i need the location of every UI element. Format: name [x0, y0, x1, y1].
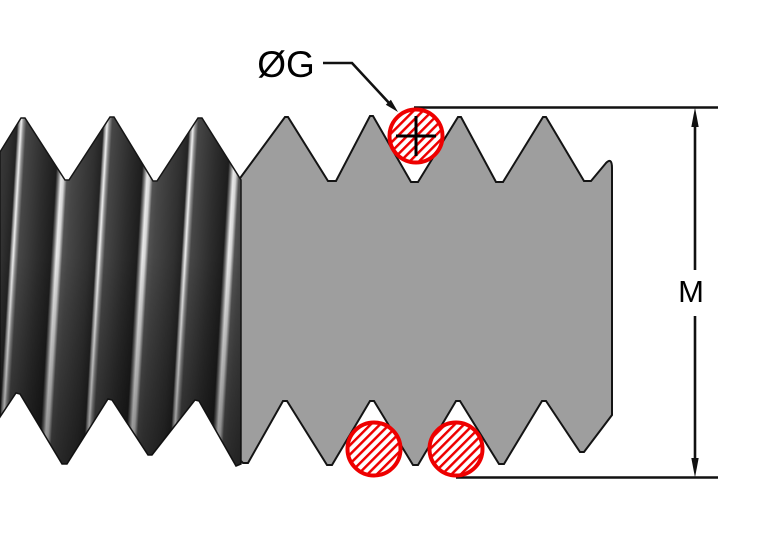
thread-photo-shading [0, 117, 241, 466]
wire-center-cross-icon [396, 116, 436, 156]
dimension-group [414, 106, 718, 479]
dimension-arrow-up-icon [691, 107, 699, 127]
leader-arrow-icon [385, 99, 398, 112]
dimension-arrow-down-icon [691, 458, 699, 478]
leader-line [323, 61, 391, 105]
measuring-wire-bottom-left [345, 420, 403, 478]
thread-profile-schematic [226, 115, 613, 466]
wire-diameter-label: ØG [257, 44, 315, 85]
dimension-label: M [678, 274, 704, 309]
thread-photo [0, 116, 242, 467]
measuring-wire-bottom-right [427, 420, 485, 478]
